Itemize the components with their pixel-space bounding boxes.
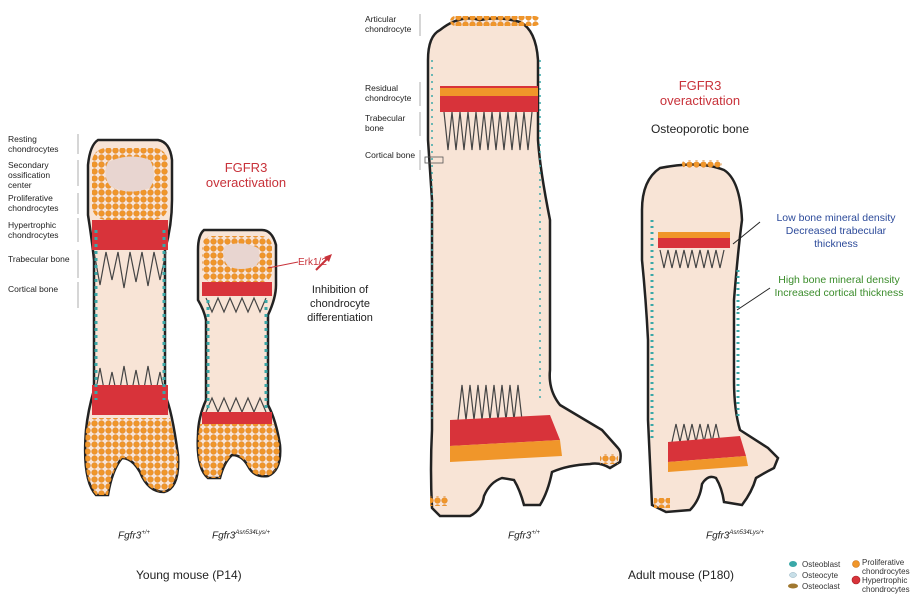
- low-density-line2: Decreased trabecular: [758, 225, 914, 238]
- genotype-adult-mutant: Fgfr3Asn534Lys/+: [706, 530, 764, 541]
- high-density-line2: Increased cortical thickness: [762, 287, 916, 300]
- inhibition-line1: Inhibition of: [290, 283, 390, 297]
- label-secondary-ossification: Secondary ossification center: [8, 160, 74, 190]
- osteocyte-swatch: [790, 573, 797, 578]
- high-density-line1: High bone mineral density: [762, 274, 916, 287]
- caption-adult: Adult mouse (P180): [628, 568, 734, 582]
- young-fgfr3-line1: FGFR3: [196, 160, 296, 175]
- low-density-line1: Low bone mineral density: [758, 212, 914, 225]
- erk-label: Erk1/2: [298, 258, 327, 268]
- adult-wt-bone: [425, 16, 621, 516]
- label-adult-trabecular: Trabecular bone: [365, 113, 417, 133]
- young-wt-hypertrophic-top: [92, 220, 168, 250]
- legend-hypertrophic: Hypertrophic chondrocytes: [862, 576, 917, 594]
- genotype-adult-wt: Fgfr3+/+: [508, 530, 540, 541]
- label-resting-chondrocytes: Resting chondrocytes: [8, 134, 74, 154]
- osteoblast-swatch: [789, 561, 797, 567]
- osteoclast-swatch: [788, 584, 798, 589]
- hypertrophic-swatch: [852, 576, 860, 584]
- label-proliferative: Proliferative chondrocytes: [8, 193, 74, 213]
- young-wt-bone: [85, 140, 178, 495]
- label-cortical: Cortical bone: [8, 284, 74, 294]
- legend-osteoclast: Osteoclast: [802, 582, 840, 591]
- high-density-text: High bone mineral density Increased cort…: [762, 274, 916, 300]
- adult-fgfr3-line2: overactivation: [650, 93, 750, 108]
- label-trabecular: Trabecular bone: [8, 254, 74, 264]
- adult-fgfr3-line1: FGFR3: [650, 78, 750, 93]
- low-density-text: Low bone mineral density Decreased trabe…: [758, 212, 914, 251]
- adult-fgfr3-overactivation: FGFR3 overactivation: [650, 78, 750, 108]
- young-fgfr3-overactivation: FGFR3 overactivation: [196, 160, 296, 190]
- genotype-young-wt: Fgfr3+/+: [118, 530, 150, 541]
- proliferative-swatch: [853, 561, 860, 568]
- osteoporotic-label: Osteoporotic bone: [630, 122, 770, 137]
- legend-proliferative: Proliferative chondrocytes: [862, 558, 917, 576]
- label-articular: Articular chondrocyte: [365, 14, 417, 34]
- inhibition-line2: chondrocyte: [290, 297, 390, 311]
- young-mutant-bone: [198, 230, 281, 478]
- inhibition-line3: differentiation: [290, 311, 390, 325]
- low-density-line3: thickness: [758, 238, 914, 251]
- caption-young: Young mouse (P14): [136, 568, 242, 582]
- genotype-young-mutant: Fgfr3Asn534Lys/+: [212, 530, 270, 541]
- inhibition-text: Inhibition of chondrocyte differentiatio…: [290, 283, 390, 325]
- legend-osteoblast: Osteoblast: [802, 560, 840, 569]
- label-adult-cortical: Cortical bone: [365, 150, 417, 160]
- label-hypertrophic: Hypertrophic chondrocytes: [8, 220, 74, 240]
- label-residual: Residual chondrocyte: [365, 83, 421, 103]
- young-fgfr3-line2: overactivation: [196, 175, 296, 190]
- legend-osteocyte: Osteocyte: [802, 571, 838, 580]
